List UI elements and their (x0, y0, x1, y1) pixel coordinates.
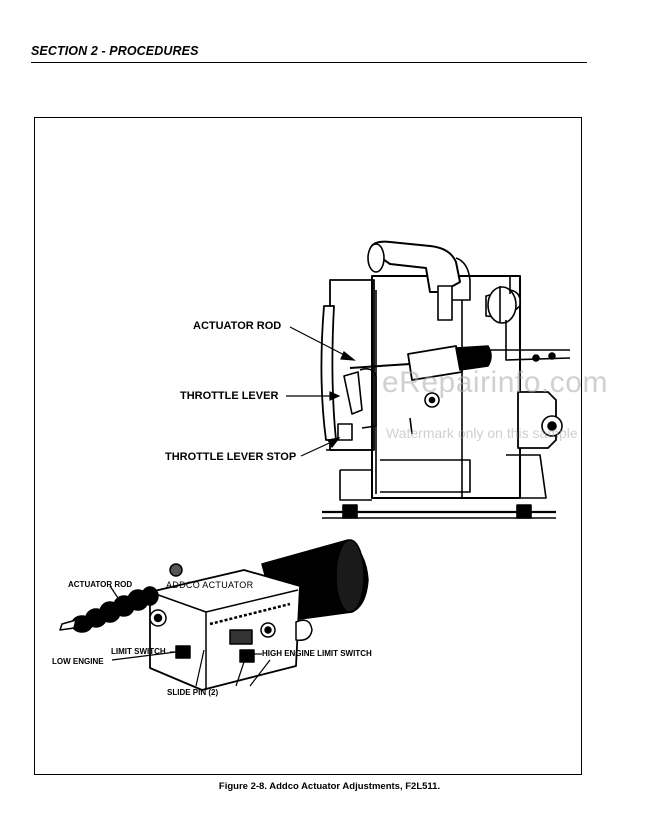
intake-pipe (369, 240, 461, 293)
engine-actuator-cylinder (455, 345, 492, 371)
engine-leader-lines (286, 326, 356, 457)
watermark-domain: eRepairinfo.com (382, 366, 608, 399)
detail-callout-low-engine: LOW ENGINE (52, 657, 104, 666)
detail-actuator-rod (71, 586, 159, 633)
callout-actuator-rod: ACTUATOR ROD (193, 320, 282, 332)
header-divider (31, 62, 587, 63)
watermark-note: Watermark only on this sample (386, 425, 578, 441)
section-header: SECTION 2 - PROCEDURES (31, 44, 199, 58)
detail-callout-limit-switch: LIMIT SWITCH (111, 647, 166, 656)
fan-pulley (320, 305, 337, 441)
figure-caption: Figure 2-8. Addco Actuator Adjustments, … (218, 781, 441, 792)
base-foot-right (516, 504, 532, 519)
oil-filter (487, 286, 517, 324)
callout-throttle-lever: THROTTLE LEVER (180, 390, 279, 402)
detail-callout-high-engine-limit-switch: HIGH ENGINE LIMIT SWITCH (262, 649, 372, 658)
throttle-lever (343, 371, 363, 415)
actuator-detail-drawing (59, 539, 369, 691)
engine-drawing (320, 240, 571, 519)
detail-callout-actuator-rod: ACTUATOR ROD (68, 580, 133, 589)
detail-callout-slide-pin: SLIDE PIN (2) (167, 688, 219, 697)
detail-callout-addco-actuator: ADDCO ACTUATOR (166, 580, 254, 590)
base-foot-left (342, 504, 358, 519)
figure-frame (34, 117, 582, 775)
detail-actuator-housing (149, 569, 301, 691)
callout-throttle-lever-stop: THROTTLE LEVER STOP (165, 451, 297, 463)
detail-leader-lines (109, 585, 271, 687)
engine-actuator-housing (407, 345, 463, 381)
